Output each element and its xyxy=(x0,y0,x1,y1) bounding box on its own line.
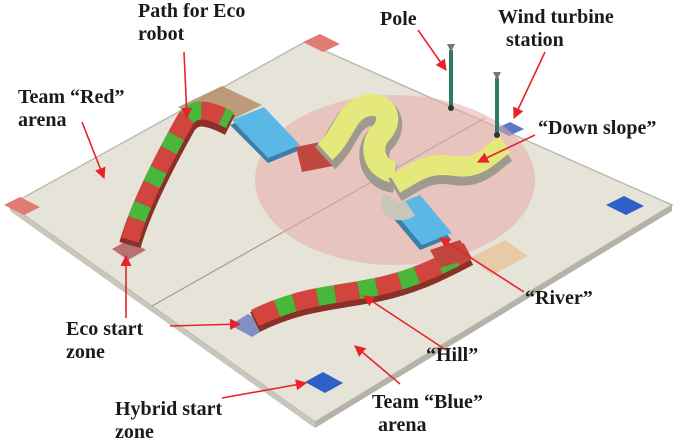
team-blue-arena-label: Team “Blue” arena xyxy=(372,391,483,436)
hybrid-start-zone-label: Hybrid start zone xyxy=(115,398,223,443)
team-red-arena-label: Team “Red” arena xyxy=(18,86,125,131)
eco-path-track xyxy=(119,101,474,332)
wind-turbine-structure xyxy=(493,72,501,138)
annotation-arrows xyxy=(81,29,546,399)
river-label: “River” xyxy=(525,287,593,309)
wind-turbine-station-label: Wind turbine station xyxy=(498,6,614,51)
hill-label: “Hill” xyxy=(426,344,479,366)
path-for-eco-robot-label: Path for Eco robot xyxy=(138,0,246,45)
down-slope-obstacle xyxy=(314,93,513,221)
eco-start-zone-label: Eco start zone xyxy=(66,318,144,363)
down-slope-label: “Down slope” xyxy=(538,117,657,139)
pole-label: Pole xyxy=(380,8,417,30)
red-corner-marker xyxy=(4,34,340,215)
pole-structure xyxy=(447,44,455,111)
